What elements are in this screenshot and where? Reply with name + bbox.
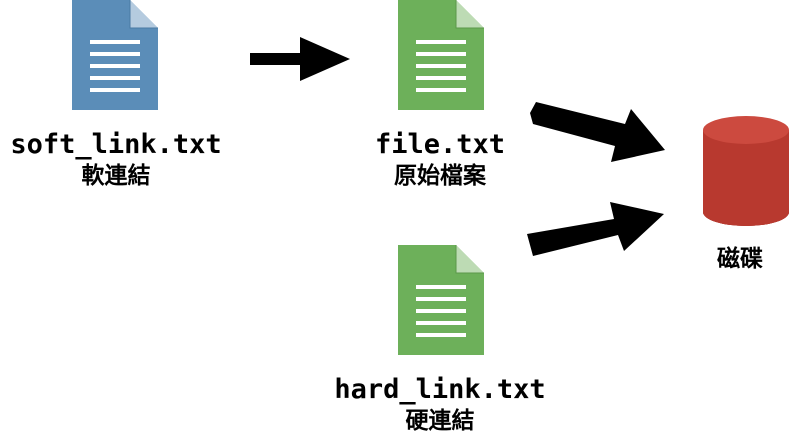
- disk-description: 磁碟: [717, 246, 763, 272]
- soft-link-description: 軟連結: [81, 163, 151, 189]
- arrow-file-to-disk: [530, 102, 665, 162]
- soft-link-document-icon: [72, 0, 158, 110]
- hard-link-description: 硬連結: [405, 408, 475, 434]
- hard-link-filename: hard_link.txt: [334, 374, 546, 405]
- file-description: 原始檔案: [394, 163, 486, 189]
- file-document-icon: [398, 0, 484, 110]
- arrow-hard-link-to-disk: [527, 202, 664, 256]
- hard-link-label: hard_link.txt 硬連結: [300, 375, 580, 437]
- file-filename: file.txt: [374, 129, 506, 160]
- soft-link-label: soft_link.txt 軟連結: [0, 130, 232, 192]
- hard-link-document-icon: [398, 245, 484, 355]
- disk-label: 磁碟: [690, 243, 789, 275]
- database-cylinder-icon: [703, 116, 789, 226]
- arrow-soft-link-to-file: [250, 37, 350, 81]
- soft-link-filename: soft_link.txt: [10, 129, 222, 160]
- file-label: file.txt 原始檔案: [340, 130, 540, 192]
